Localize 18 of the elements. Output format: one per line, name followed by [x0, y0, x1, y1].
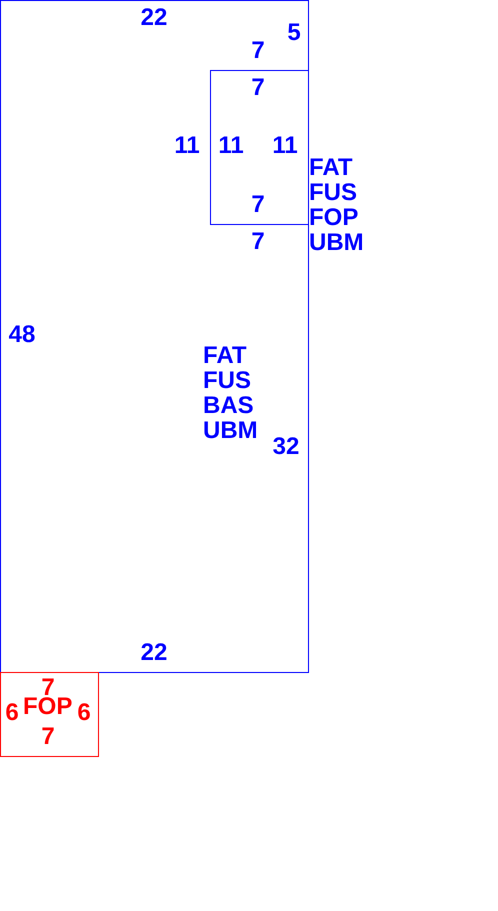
dimension-label: 5	[287, 21, 301, 45]
dimension-label: 11	[174, 134, 200, 158]
room-outline	[0, 672, 99, 757]
dimension-label: 22	[140, 641, 168, 665]
dimension-label: 32	[272, 435, 300, 459]
dimension-label: 7	[251, 193, 265, 217]
room-label: FAT FUS BAS UBM	[203, 343, 258, 443]
dimension-label: 7	[251, 39, 265, 63]
dimension-label: 22	[140, 6, 168, 30]
dimension-label: 7	[251, 230, 265, 254]
dimension-label: 48	[8, 323, 36, 347]
dimension-label: 6	[5, 701, 19, 725]
dimension-label: 7	[251, 76, 265, 100]
dimension-label: 6	[77, 701, 91, 725]
dimension-label: 7	[41, 725, 55, 749]
room-label: FAT FUS FOP UBM	[309, 155, 364, 255]
dimension-label: 11	[272, 134, 298, 158]
dimension-label: 11	[218, 134, 244, 158]
